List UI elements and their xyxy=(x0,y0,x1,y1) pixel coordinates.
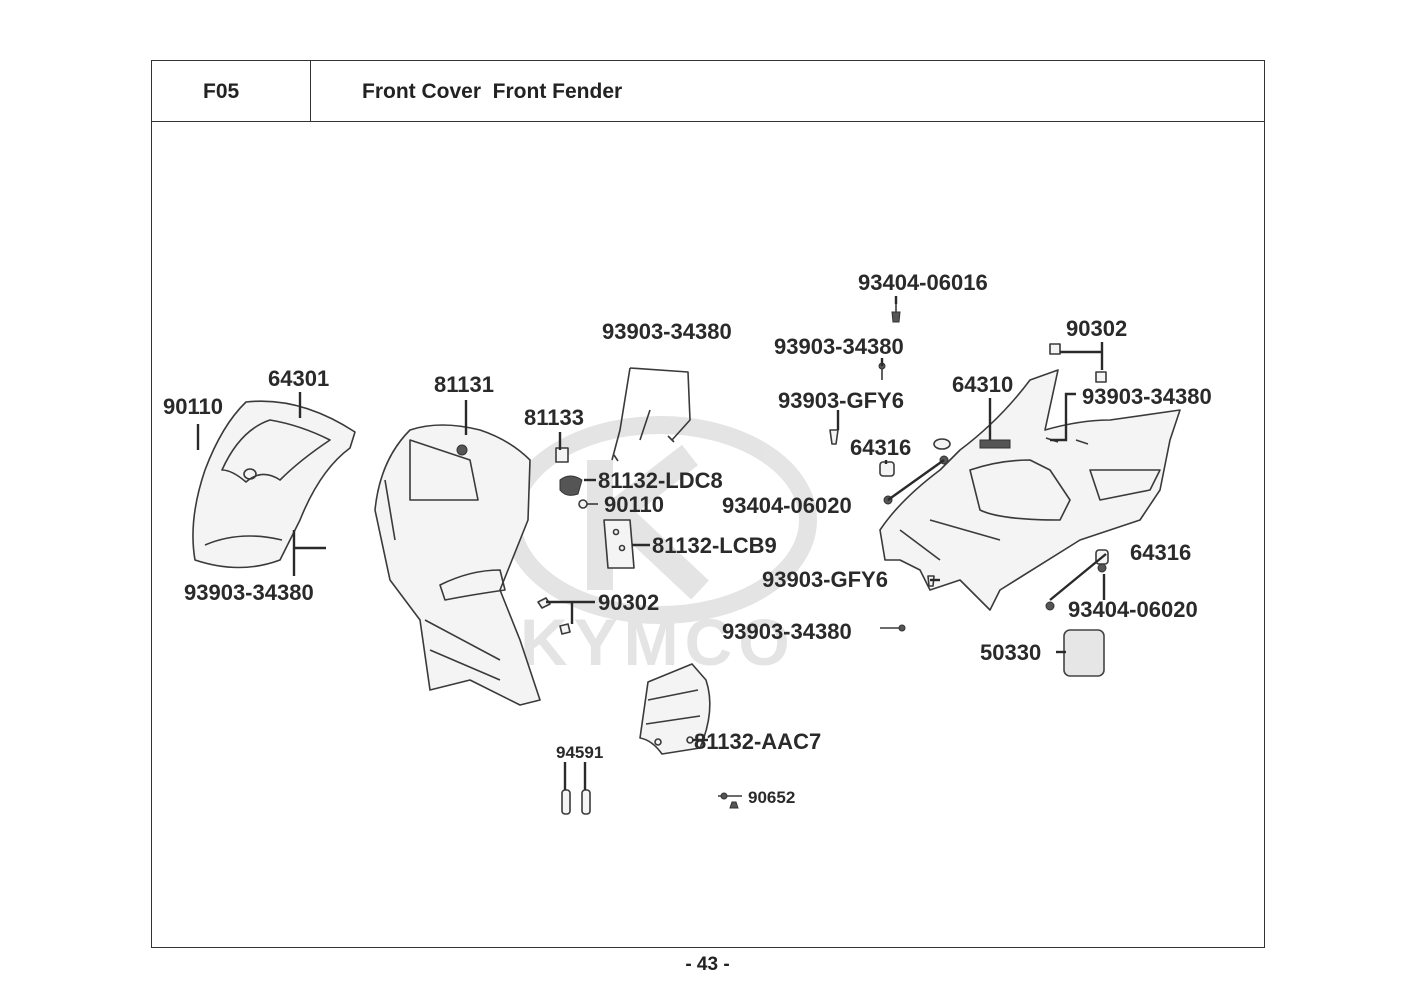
leader-lines xyxy=(196,296,1107,790)
plate-81132-lcb9 xyxy=(603,519,635,569)
front-top-panel-64301 xyxy=(192,400,356,569)
screw-93404-06016 xyxy=(891,300,901,323)
label-94591: 94591 xyxy=(556,743,603,762)
label-81133: 81133 xyxy=(524,405,584,430)
label-93903-34380-right: 93903-34380 xyxy=(1082,384,1212,409)
label-90302-right: 90302 xyxy=(1066,316,1127,341)
reflector-50330 xyxy=(1063,629,1105,677)
label-50330: 50330 xyxy=(980,640,1041,665)
label-64301: 64301 xyxy=(268,366,329,391)
part-81133 xyxy=(555,447,569,463)
page-title: Front Cover Front Fender xyxy=(362,80,623,103)
label-81132-ldc8: 81132-LDC8 xyxy=(598,468,723,493)
label-81131: 81131 xyxy=(434,372,494,397)
screw-90110-mid xyxy=(578,499,598,509)
page-title-cell xyxy=(310,60,1265,122)
label-93903-34380-upper: 93903-34380 xyxy=(774,334,904,359)
screw-93404-06020-right xyxy=(1045,563,1107,611)
watermark-text: KYMCO xyxy=(520,605,796,679)
label-64316-lower: 64316 xyxy=(1130,540,1191,565)
label-93903-gfy6-upper: 93903-GFY6 xyxy=(778,388,904,413)
label-90652: 90652 xyxy=(748,788,795,807)
label-93404-06016: 93404-06016 xyxy=(858,270,988,295)
label-64316-upper: 64316 xyxy=(850,435,911,460)
label-90302-mid: 90302 xyxy=(598,590,659,615)
diagram-frame xyxy=(151,121,1265,948)
page-number: - 43 - xyxy=(685,954,730,975)
clips-90302-mid xyxy=(537,597,571,635)
label-81132-aac7: 81132-AAC7 xyxy=(694,729,821,754)
label-93903-34380-mid: 93903-34380 xyxy=(602,319,732,344)
bracket-wires xyxy=(611,367,691,462)
label-64310: 64310 xyxy=(952,372,1013,397)
label-90110-mid: 90110 xyxy=(604,492,664,517)
label-93903-gfy6-lower: 93903-GFY6 xyxy=(762,567,888,592)
nut-90652 xyxy=(718,792,742,809)
screw-93903-34380-lower xyxy=(880,624,906,632)
label-90110-left: 90110 xyxy=(163,394,223,419)
front-cover-81131 xyxy=(374,424,541,706)
label-81132-lcb9: 81132-LCB9 xyxy=(652,533,777,558)
page-code: F05 xyxy=(203,80,240,103)
screw-93903-gfy6-upper xyxy=(829,429,839,445)
label-93404-06020-right: 93404-06020 xyxy=(1068,597,1198,622)
label-93903-34380-lower: 93903-34380 xyxy=(722,619,852,644)
floor-cover-64310 xyxy=(879,369,1181,611)
clips-94591 xyxy=(561,789,591,815)
clips-90302-right xyxy=(1049,343,1107,383)
label-93903-34380-left: 93903-34380 xyxy=(184,580,314,605)
part-81132-ldc8 xyxy=(559,475,583,496)
label-93404-06020-left: 93404-06020 xyxy=(722,493,852,518)
